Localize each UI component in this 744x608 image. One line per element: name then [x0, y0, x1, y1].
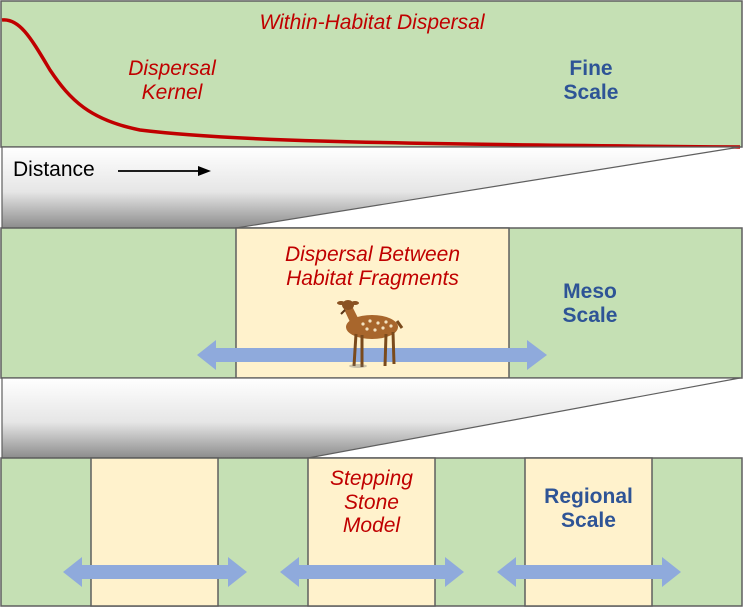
within-habitat-title: Within-Habitat Dispersal	[259, 11, 485, 34]
fine-scale-line2: Scale	[563, 80, 619, 104]
stepping-stone-1	[90, 457, 219, 607]
distance-arrow-head	[198, 166, 211, 176]
regional-dispersal-arrow-2	[280, 557, 464, 587]
distance-label: Distance	[13, 158, 95, 181]
dispersal-kernel-curve	[1, 18, 741, 149]
dispersal-kernel-label: Dispersal Kernel	[92, 57, 252, 104]
stepping-stone-line3: Model	[342, 514, 401, 538]
stepping-stone-2	[307, 457, 436, 607]
fine-scale-line1: Fine	[569, 57, 613, 80]
stepping-stone-3	[524, 457, 653, 607]
kernel-label-line2: Kernel	[141, 80, 203, 104]
kernel-label-line1: Dispersal	[128, 57, 216, 80]
meso-scale-line2: Scale	[562, 303, 618, 327]
between-fragments-line1: Dispersal Between	[284, 243, 461, 266]
fine-scale-label: Fine Scale	[541, 57, 641, 104]
fine-scale-panel	[0, 0, 743, 148]
deer-icon	[337, 300, 404, 368]
stepping-stone-model-label: Stepping Stone Model	[308, 467, 435, 538]
regional-scale-line1: Regional	[544, 485, 633, 508]
meso-scale-line1: Meso	[563, 280, 617, 303]
regional-dispersal-arrow-1	[63, 557, 247, 587]
stepping-stone-line1: Stepping	[330, 467, 413, 490]
meso-dispersal-arrow	[197, 340, 547, 370]
regional-scale-label: Regional Scale	[525, 485, 652, 532]
stepping-stone-line2: Stone	[344, 490, 399, 514]
zoom-connector-fine-meso	[1, 146, 741, 229]
meso-scale-label: Meso Scale	[540, 280, 640, 327]
regional-dispersal-arrow-3	[497, 557, 681, 587]
regional-scale-line2: Scale	[561, 508, 616, 532]
between-fragments-line2: Habitat Fragments	[286, 266, 459, 290]
between-fragments-title: Dispersal Between Habitat Fragments	[236, 243, 509, 290]
zoom-connector-meso-regional	[1, 377, 741, 459]
